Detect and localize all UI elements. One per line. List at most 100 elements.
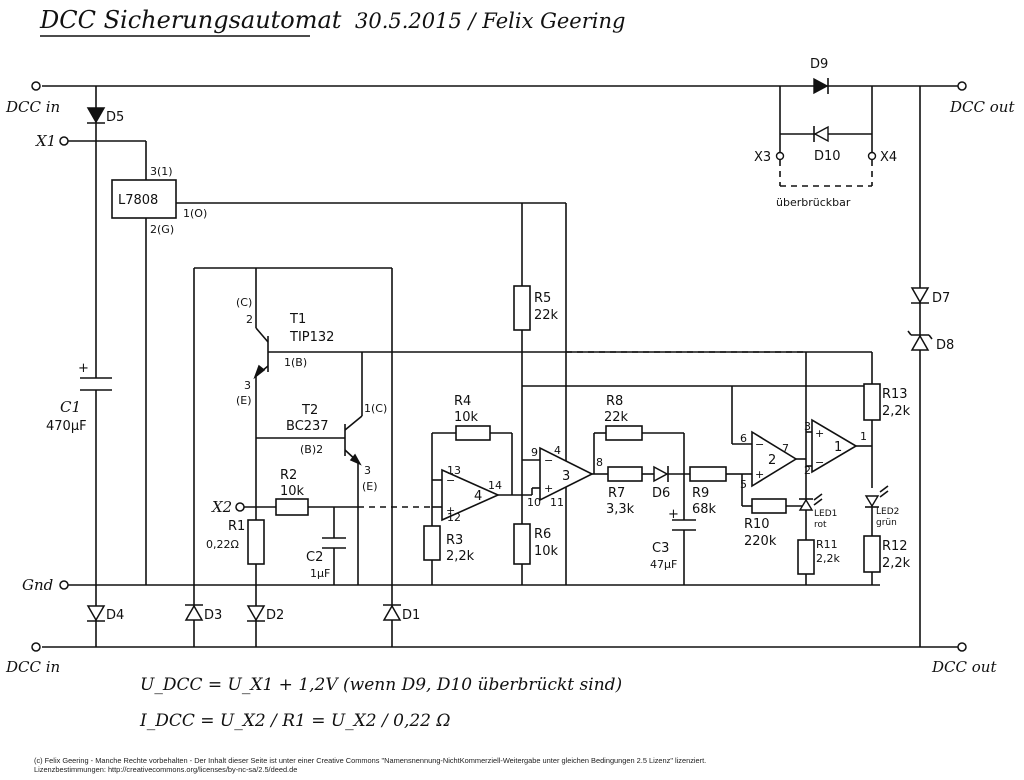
- opamp-4-wiring: [431, 432, 532, 585]
- top-rail: [31, 81, 967, 91]
- label-c2: C2: [306, 550, 323, 565]
- resistor-r5: [513, 285, 531, 331]
- value-c2: 1µF: [310, 567, 330, 580]
- label-d3: D3: [204, 608, 222, 623]
- resistor-r9: [689, 466, 727, 482]
- label-r2: R2: [280, 468, 297, 483]
- diode-d6: [653, 465, 669, 483]
- resistor-r13: [863, 383, 881, 421]
- diode-d4: [86, 605, 106, 622]
- opamp-2-plus: +: [755, 468, 764, 481]
- opamp-2-pin5: 5: [740, 478, 747, 491]
- resistor-r10: [751, 498, 787, 514]
- value-c1: 470µF: [46, 419, 87, 434]
- value-r2: 10k: [280, 484, 305, 499]
- license-line-1: (c) Felix Geering - Manche Rechte vorbeh…: [34, 756, 707, 765]
- label-d7: D7: [932, 291, 950, 306]
- date-author: 30.5.2015 / Felix Geering: [355, 9, 625, 33]
- label-d4: D4: [106, 608, 124, 623]
- opamp-4-pin14: 14: [488, 479, 502, 492]
- opamp-1-pin2: 2: [804, 464, 811, 477]
- value-r4: 10k: [454, 410, 479, 425]
- schematic-title: DCC Sicherungsautomat: [39, 6, 342, 34]
- c1-plus: +: [78, 361, 89, 376]
- label-d9: D9: [810, 57, 828, 72]
- opamp-4-pin13: 13: [447, 464, 461, 477]
- resistor-r7: [607, 466, 643, 482]
- opamp-3-pin10: 10: [527, 496, 541, 509]
- value-r9: 68k: [692, 502, 717, 517]
- c3-plus: +: [668, 507, 679, 522]
- terminal-x2-dot: [235, 502, 245, 512]
- value-r11: 2,2k: [816, 552, 840, 565]
- value-r5: 22k: [534, 308, 559, 323]
- terminal-x4: X4: [880, 150, 897, 165]
- diode-d10: [813, 125, 829, 143]
- opamp-3-pin9: 9: [531, 446, 538, 459]
- capacitor-c2: [322, 537, 346, 549]
- opamp-4: [441, 468, 500, 522]
- resistor-r8: [605, 425, 643, 441]
- t1-e-label: (E): [236, 394, 252, 407]
- capacitor-c1: [80, 377, 112, 391]
- terminal-gnd-dot: [59, 580, 69, 590]
- label-r12: R12: [882, 539, 908, 554]
- diode-d7: [910, 287, 930, 304]
- opamp-2-minus: −: [755, 438, 764, 451]
- resistor-r11: [797, 539, 815, 575]
- equation-udcc: U_DCC = U_X1 + 1,2V (wenn D9, D10 überbr…: [140, 675, 622, 695]
- opamp-3-pin8: 8: [596, 456, 603, 469]
- label-led2: LED2: [876, 507, 899, 517]
- resistor-r12: [863, 535, 881, 573]
- resistor-r1: [247, 519, 265, 565]
- t1-e-pin: 3: [244, 379, 251, 392]
- led1-color: rot: [814, 520, 827, 530]
- regulator-name: L7808: [118, 193, 158, 208]
- label-r9: R9: [692, 486, 709, 501]
- value-r12: 2,2k: [882, 556, 911, 571]
- value-r3: 2,2k: [446, 549, 475, 564]
- regulator-pin-gnd: 2(G): [150, 223, 174, 236]
- opamp-4-pin12: 12: [447, 511, 461, 524]
- t2-c-label: 1(C): [364, 402, 387, 415]
- label-bridgeable: überbrückbar: [776, 196, 851, 209]
- r2-wiring: [244, 506, 358, 585]
- label-d2: D2: [266, 608, 284, 623]
- t2-e-label: (E): [362, 480, 378, 493]
- value-r6: 10k: [534, 544, 559, 559]
- equation-idcc: I_DCC = U_X2 / R1 = U_X2 / 0,22 Ω: [139, 711, 451, 731]
- opamp-1-minus: −: [815, 456, 824, 469]
- opamp-4-num: 4: [474, 489, 482, 504]
- opamp-2-num: 2: [768, 453, 776, 468]
- regulator-wiring: [145, 202, 567, 585]
- terminal-dcc-out-bottom: DCC out: [931, 658, 997, 676]
- diode-d1: [382, 604, 402, 621]
- t1-type: TIP132: [289, 330, 334, 345]
- bottom-rail: [31, 642, 967, 652]
- terminal-x1-dot: [59, 136, 69, 146]
- t1-name: T1: [289, 312, 306, 327]
- label-r6: R6: [534, 527, 551, 542]
- opamp-1-plus: +: [815, 427, 824, 440]
- opamp-3-wiring: [531, 432, 742, 585]
- opamp-1: [811, 418, 858, 474]
- label-c1: C1: [60, 398, 81, 416]
- value-r1: 0,22Ω: [206, 538, 239, 551]
- label-r10: R10: [744, 517, 770, 532]
- diode-d3: [184, 604, 204, 621]
- resistor-r2: [275, 498, 309, 516]
- license-line-2: Lizenzbestimmungen: http://creativecommo…: [34, 765, 298, 774]
- terminal-x4-dot: [867, 151, 877, 161]
- t2-b-label: (B)2: [300, 443, 323, 456]
- diode-d8: [907, 330, 933, 351]
- label-r13: R13: [882, 387, 908, 402]
- label-r8: R8: [606, 394, 623, 409]
- terminal-dcc-in-top: DCC in: [5, 98, 60, 116]
- regulator-pin-out: 1(O): [183, 207, 207, 220]
- opamp-1-num: 1: [834, 440, 842, 455]
- label-r3: R3: [446, 533, 463, 548]
- regulator-l7808: [111, 179, 177, 219]
- opamp-2-pin6: 6: [740, 432, 747, 445]
- label-r7: R7: [608, 486, 625, 501]
- terminal-dcc-in-bottom: DCC in: [5, 658, 60, 676]
